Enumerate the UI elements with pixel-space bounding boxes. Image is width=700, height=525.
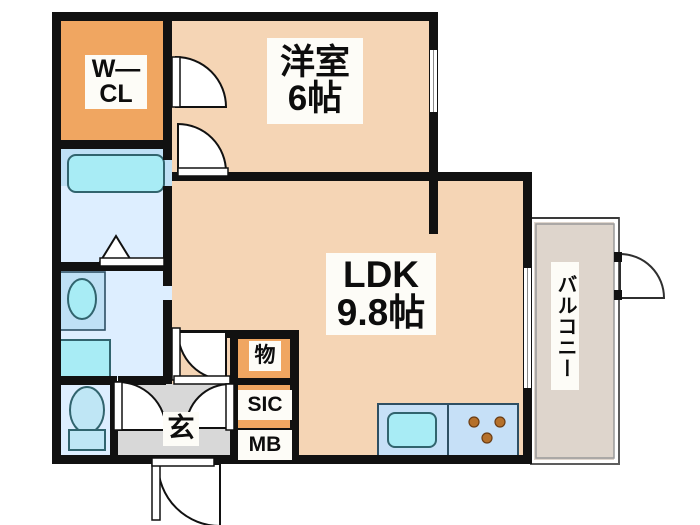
stove-burner-2 [494, 416, 506, 428]
wall-entrance-north [118, 376, 166, 385]
label-wcl-line1: W— CL [91, 54, 141, 108]
label-balcony-text: バルコニー [554, 273, 576, 379]
western-room-door [177, 122, 229, 177]
washing-machine-space [59, 339, 111, 381]
label-ldk-text: LDK 9.8帖 [336, 254, 426, 333]
bathroom-door [98, 234, 165, 267]
wall-left [52, 12, 61, 464]
wall-wet-east-mid [163, 186, 172, 286]
ldk-hall-door [171, 327, 231, 385]
wall-wet-east-upper [163, 12, 172, 160]
label-sic-text: SIC [247, 393, 283, 417]
doors [98, 55, 666, 525]
wall-washroom-toilet [52, 376, 117, 385]
wall-wcl-bath [52, 140, 172, 149]
label-storage-text: 物 [254, 344, 276, 368]
front-door [151, 457, 221, 525]
label-walk-in-closet: W— CL [85, 55, 147, 109]
windows [430, 50, 531, 388]
wall-storage-west [230, 330, 238, 382]
label-sic: SIC [238, 390, 292, 420]
label-balcony: バルコニー [551, 262, 579, 390]
label-storage: 物 [249, 341, 281, 371]
label-mb: MB [238, 430, 292, 460]
label-mb-text: MB [248, 433, 282, 457]
label-entrance-text: 玄 [167, 413, 195, 444]
label-ldk: LDK 9.8帖 [326, 253, 436, 335]
wcl-door [171, 55, 228, 108]
wall-mb-west [230, 436, 238, 460]
bathtub [67, 154, 165, 193]
label-entrance: 玄 [163, 412, 199, 446]
balcony-outline [530, 217, 620, 465]
wall-top [52, 12, 438, 21]
toilet-bowl [69, 386, 105, 434]
wall-ldk-west-lower [290, 332, 299, 456]
balcony-door [614, 252, 666, 300]
fixtures [59, 154, 519, 461]
stove-burner-1 [468, 416, 480, 428]
kitchen-sink [387, 412, 437, 448]
wall-ldk-north [429, 172, 532, 181]
label-western-room: 洋室 6帖 [267, 38, 363, 124]
wall-bottom [52, 455, 532, 464]
wall-bedroom-east [429, 12, 438, 234]
stove-burner-3 [481, 432, 493, 444]
wall-storage-south [230, 378, 299, 385]
washbasin-bowl [67, 278, 97, 320]
wall-storage-north [230, 330, 299, 339]
wall-wet-east-lower [163, 300, 172, 384]
toilet-tank [68, 429, 106, 451]
wall-bedroom-south [172, 172, 438, 181]
label-western-room-text: 洋室 6帖 [279, 43, 350, 118]
